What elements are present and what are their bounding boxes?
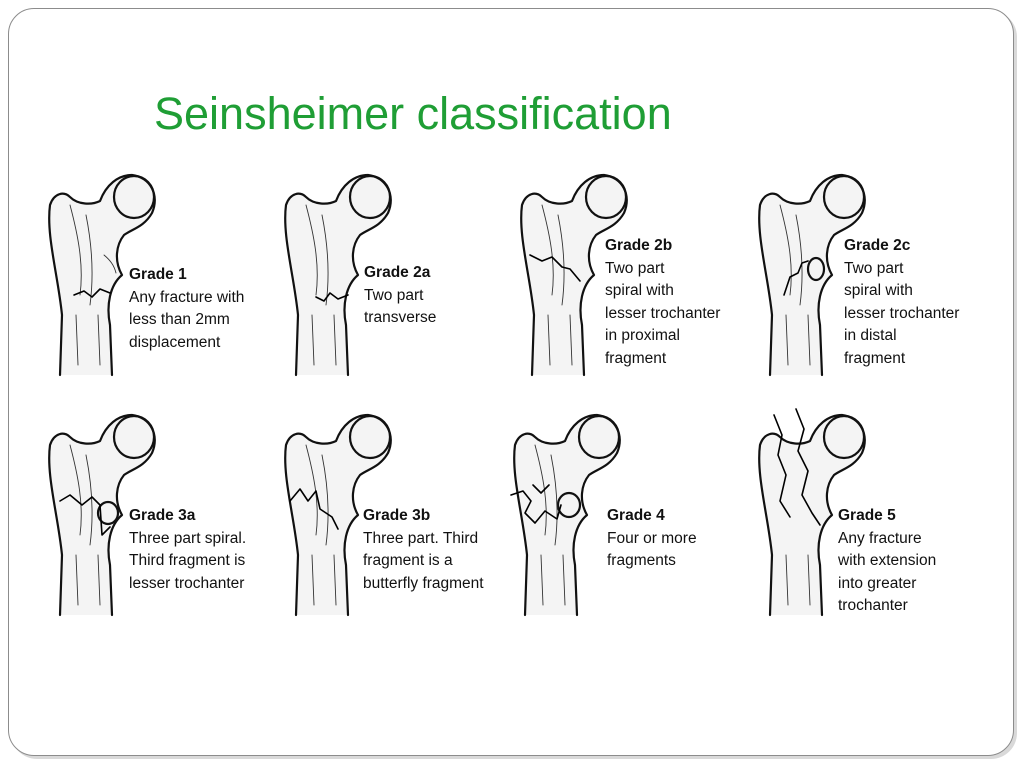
description-line: Any fracture with (129, 288, 245, 306)
grade-2b-panel: Grade 2b Two part spiral with lesser tro… (512, 165, 752, 385)
grade-label: Grade 5 (838, 507, 896, 524)
grade-3a-panel: Grade 3a Three part spiral. Third fragme… (40, 405, 280, 625)
description-line: fragment is a (363, 552, 453, 569)
femur-illustration-grade-2a (284, 173, 392, 377)
grade-3b-caption: Grade 3b Three part. Third fragment is a… (363, 505, 484, 595)
description-line: lesser trochanter (844, 304, 960, 322)
description-line: Three part spiral. (129, 529, 247, 547)
grade-label: Grade 1 (129, 266, 187, 283)
description-line: Any fracture (838, 529, 922, 547)
description-line: in distal (844, 327, 897, 344)
description-line: fragments (607, 552, 676, 569)
grade-1-panel: Grade 1 Any fracture with less than 2mm … (40, 165, 280, 385)
grade-label: Grade 3a (129, 507, 196, 524)
description-line: in proximal (605, 327, 680, 344)
description-line: into greater (838, 574, 917, 592)
grade-label: Grade 3b (363, 507, 431, 524)
grade-5-panel: Grade 5 Any fracture with extension into… (750, 405, 990, 625)
description-line: spiral with (844, 282, 913, 299)
description-line: Two part (364, 286, 424, 304)
description-line: fragment (844, 349, 906, 367)
description-line: lesser trochanter (605, 304, 721, 322)
femur-illustration-grade-3a (48, 413, 156, 617)
grade-2a-caption: Grade 2a Two part transverse (364, 262, 436, 330)
grade-2c-caption: Grade 2c Two part spiral with lesser tro… (844, 235, 959, 370)
description-line: lesser trochanter (129, 574, 245, 592)
grade-3b-panel: Grade 3b Three part. Third fragment is a… (276, 405, 516, 625)
grade-label: Grade 2c (844, 237, 911, 254)
description-line: displacement (129, 333, 221, 351)
femur-illustration-grade-4 (510, 413, 621, 617)
grade-3a-caption: Grade 3a Three part spiral. Third fragme… (129, 505, 246, 595)
grade-2c-panel: Grade 2c Two part spiral with lesser tro… (750, 165, 990, 385)
grade-label: Grade 2a (364, 264, 431, 281)
grade-2b-caption: Grade 2b Two part spiral with lesser tro… (605, 235, 720, 370)
description-line: Third fragment is (129, 552, 246, 569)
femur-illustration-grade-2b (520, 173, 628, 377)
grade-1-caption: Grade 1 Any fracture with less than 2mm … (129, 264, 244, 354)
page-title: Seinsheimer classification (154, 88, 672, 139)
femur-illustration-grade-1 (48, 173, 156, 377)
description-line: Three part. Third (363, 529, 479, 547)
description-line: with extension (838, 552, 937, 569)
grade-label: Grade 4 (607, 507, 665, 524)
description-line: butterfly fragment (363, 574, 484, 592)
grade-4-caption: Grade 4 Four or more fragments (607, 505, 697, 573)
description-line: trochanter (838, 597, 908, 614)
description-line: spiral with (605, 282, 674, 299)
description-line: Four or more (607, 529, 697, 547)
slide-frame (8, 8, 1014, 756)
grade-4-panel: Grade 4 Four or more fragments (505, 405, 745, 625)
femur-illustration-grade-3b (284, 413, 392, 617)
description-line: transverse (364, 309, 437, 326)
grade-2a-panel: Grade 2a Two part transverse (276, 165, 516, 385)
femur-illustration-grade-5 (758, 408, 866, 617)
grade-label: Grade 2b (605, 237, 673, 254)
description-line: less than 2mm (129, 311, 230, 328)
grade-5-caption: Grade 5 Any fracture with extension into… (838, 505, 936, 618)
description-line: Two part (605, 259, 665, 277)
description-line: Two part (844, 259, 904, 277)
femur-illustration-grade-2c (758, 173, 866, 377)
description-line: fragment (605, 349, 667, 367)
